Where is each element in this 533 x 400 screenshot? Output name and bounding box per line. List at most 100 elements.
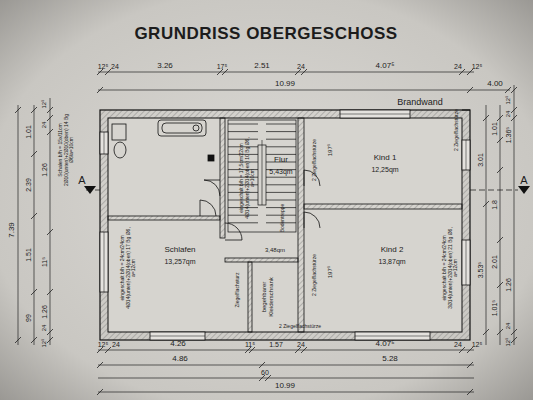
dimension-label: 197⁵ (327, 266, 333, 279)
dimension-tick (497, 329, 503, 335)
dimension-tick (497, 137, 503, 143)
dimension-label: 1.36⁵ (505, 127, 512, 144)
dimension-label: 24 (454, 341, 462, 348)
dimension-tick (15, 337, 21, 343)
dimension-label: 99 (25, 314, 32, 322)
stair-tread (228, 124, 258, 125)
beam-note: eingeschalt b/h = 24cm/24cm 3Ø14(unten)+… (442, 222, 459, 314)
dimension-tick (295, 347, 301, 353)
dimension-tick (31, 289, 37, 295)
dimension-tick (31, 337, 37, 343)
dimension-tick (97, 87, 103, 93)
dimension-tick (97, 69, 103, 75)
room-area: 5,43qm (269, 168, 292, 175)
dimension-label: 12⁵ (472, 341, 483, 348)
dimension-label: 24 (454, 63, 462, 70)
section-marker: A (78, 175, 85, 186)
stair-tread (266, 139, 296, 140)
dimension-label: 2.39 (25, 178, 32, 192)
dimension-label: 4.07⁵ (376, 62, 395, 70)
dimension-tick (511, 337, 517, 343)
dimension-tick (483, 201, 489, 207)
dimension-label: 24 (297, 63, 305, 70)
dimension-label: 1.01 (25, 125, 32, 139)
dimension-label: 1.8 (491, 200, 498, 210)
dimension-label: 24 (41, 122, 47, 129)
dimension-label: 12⁵ (98, 341, 109, 348)
dimension-tick (47, 107, 53, 113)
beam-note: eingeschalt b/h = 24cm/24cm 4Ø14(unten)+… (120, 222, 137, 314)
dimension-label: 24 (112, 341, 120, 348)
dimension-label: 24 (505, 323, 511, 330)
dimension-tick (497, 115, 503, 121)
dimension-tick (467, 362, 473, 368)
dimension-tick (97, 389, 103, 395)
wall-label: Brandwand (397, 98, 443, 107)
dimension-tick (459, 69, 465, 75)
dimension-label: 60 (261, 369, 269, 376)
dimension-tick (497, 282, 503, 288)
room-area: 13,257qm (164, 258, 195, 265)
dimension-tick (47, 129, 53, 135)
dimension-label: 2.01 (491, 255, 498, 269)
stair-tread (266, 154, 296, 155)
dimension-tick (105, 347, 111, 353)
stair-tread (228, 215, 258, 216)
dimension-label: 1.26 (505, 278, 512, 292)
room-name: begehbarer Kleiderschrank (261, 266, 274, 328)
dimension-label: 4.86 (172, 355, 188, 363)
dimension-tick (483, 329, 489, 335)
lintel-note: Ziegelflachsturz (235, 272, 240, 307)
stair-tread (266, 184, 296, 185)
room-area: 12,25qm (371, 166, 398, 173)
dimension-label: 5.28 (382, 355, 398, 363)
dimension-ticks (15, 69, 517, 395)
dimension-label: 10.99 (275, 382, 295, 390)
dimension-label: 12⁵ (41, 99, 47, 108)
dimension-label: 7.39 (8, 222, 16, 238)
dimension-tick (31, 107, 37, 113)
stair-tread (266, 146, 296, 147)
lintel-note: 2 Ziegelflachstürze (279, 324, 321, 329)
dimension-tick (47, 115, 53, 121)
room-name: Kind 2 (381, 246, 404, 254)
dimension-tick (97, 362, 103, 368)
beam-note: eingeschalt b/h = 17,5cm/22cm 4Ø14(unten… (239, 132, 256, 224)
dimension-tick (259, 375, 265, 381)
dimension-lines (18, 72, 514, 392)
dimension-tick (15, 107, 21, 113)
dimension-label: 24 (297, 341, 305, 348)
dimension-label: 1.57 (269, 341, 283, 348)
dimension-tick (511, 107, 517, 113)
section-arrows (84, 186, 530, 194)
dimension-tick (47, 329, 53, 335)
beam-note: Schalen b/h = 15x/11cm 2Ø10(unten)+2Ø10(… (58, 110, 75, 190)
dimension-label: 24 (505, 111, 511, 118)
dimension-label: 197⁵ (327, 144, 333, 157)
title: GRUNDRISS OBERGESCHOSS (134, 25, 397, 42)
stair-tread (266, 124, 296, 125)
dimension-tick (467, 69, 473, 75)
room-name: Kind 1 (374, 154, 397, 162)
dimension-tick (459, 347, 465, 353)
bathroom-fixtures (112, 120, 214, 161)
dimension-label: 4.07⁵ (376, 340, 395, 348)
dimension-label: 12⁵ (505, 95, 511, 104)
dimension-label: 12⁵ (505, 337, 511, 346)
dimension-tick (511, 87, 517, 93)
dimension-tick (467, 389, 473, 395)
dimension-label: 12⁵ (41, 338, 47, 347)
room-name: Schlafen (164, 246, 195, 254)
dimension-tick (497, 167, 503, 173)
door-swings (200, 170, 320, 240)
dimension-label: 10.99 (275, 80, 295, 88)
dimension-tick (222, 69, 228, 75)
dimension-label: 3.01 (477, 153, 484, 167)
stair-tread (228, 139, 258, 140)
dimension-tick (467, 347, 473, 353)
dimension-tick (497, 237, 503, 243)
dimension-label: 24 (111, 63, 119, 70)
dimension-label: 12⁵ (472, 63, 483, 70)
